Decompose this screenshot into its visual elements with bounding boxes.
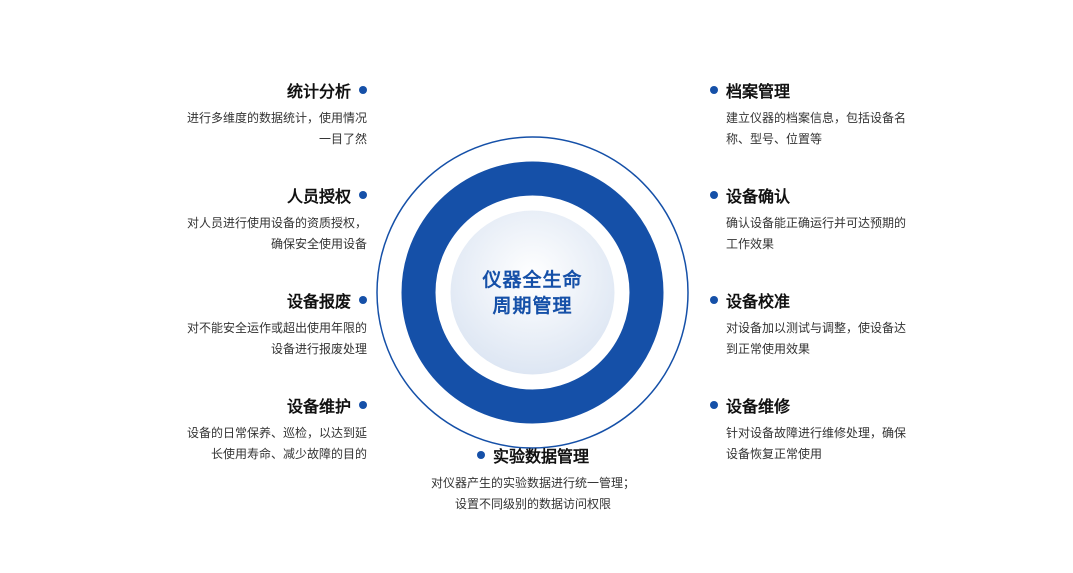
item-title: 档案管理 — [726, 82, 791, 101]
desc-line: 设备进行报废处理 — [270, 342, 367, 356]
desc-line: 对设备加以测试与调整，使设备达 — [726, 321, 907, 335]
item-personnel-authorization: 人员授权 对人员进行使用设备的资质授权， 确保安全使用设备 — [152, 183, 367, 255]
desc-line: 设置不同级别的数据访问权限 — [454, 497, 611, 511]
thick-blue-ring — [401, 161, 664, 424]
item-experiment-data-management: 实验数据管理 对仪器产生的实验数据进行统一管理； 设置不同级别的数据访问权限 — [413, 443, 653, 515]
desc-line: 建立仪器的档案信息，包括设备名 — [726, 111, 907, 125]
item-description: 对人员进行使用设备的资质授权， 确保安全使用设备 — [152, 213, 367, 255]
center-ring-graphic: 仪器全生命 周期管理 — [376, 136, 689, 449]
desc-line: 对人员进行使用设备的资质授权， — [186, 216, 367, 230]
item-description: 进行多维度的数据统计，使用情况 一目了然 — [152, 108, 367, 150]
item-equipment-calibration: 设备校准 对设备加以测试与调整，使设备达 到正常使用效果 — [710, 288, 925, 360]
item-statistics: 统计分析 进行多维度的数据统计，使用情况 一目了然 — [152, 78, 367, 150]
item-equipment-confirmation: 设备确认 确认设备能正确运行并可达预期的 工作效果 — [710, 183, 925, 255]
item-title: 统计分析 — [286, 82, 351, 101]
desc-line: 对不能安全运作或超出使用年限的 — [186, 321, 367, 335]
bullet-dot-icon — [359, 401, 367, 409]
item-archive-management: 档案管理 建立仪器的档案信息，包括设备名 称、型号、位置等 — [710, 78, 925, 150]
item-equipment-maintenance: 设备维护 设备的日常保养、巡检，以达到延 长使用寿命、减少故障的目的 — [152, 393, 367, 465]
item-description: 对仪器产生的实验数据进行统一管理； 设置不同级别的数据访问权限 — [413, 473, 653, 515]
desc-line: 长使用寿命、减少故障的目的 — [210, 447, 367, 461]
bullet-dot-icon — [359, 191, 367, 199]
desc-line: 设备的日常保养、巡检，以达到延 — [186, 426, 367, 440]
item-title: 人员授权 — [286, 187, 351, 206]
item-title: 设备报废 — [286, 292, 351, 311]
item-title: 设备校准 — [726, 292, 791, 311]
center-title-line2: 周期管理 — [492, 294, 573, 317]
desc-line: 针对设备故障进行维修处理，确保 — [726, 426, 907, 440]
desc-line: 称、型号、位置等 — [726, 132, 823, 146]
item-description: 对不能安全运作或超出使用年限的 设备进行报废处理 — [152, 318, 367, 360]
item-description: 针对设备故障进行维修处理，确保 设备恢复正常使用 — [710, 423, 925, 465]
item-equipment-scrapping: 设备报废 对不能安全运作或超出使用年限的 设备进行报废处理 — [152, 288, 367, 360]
desc-line: 工作效果 — [726, 237, 775, 251]
item-title: 设备维护 — [286, 397, 351, 416]
item-title: 实验数据管理 — [492, 447, 589, 466]
desc-line: 确认设备能正确运行并可达预期的 — [726, 216, 907, 230]
bullet-dot-icon — [710, 86, 718, 94]
item-description: 建立仪器的档案信息，包括设备名 称、型号、位置等 — [710, 108, 925, 150]
outer-thin-ring — [376, 136, 689, 449]
desc-line: 对仪器产生的实验数据进行统一管理； — [430, 476, 635, 490]
desc-line: 一目了然 — [318, 132, 367, 146]
item-description: 设备的日常保养、巡检，以达到延 长使用寿命、减少故障的目的 — [152, 423, 367, 465]
desc-line: 到正常使用效果 — [726, 342, 811, 356]
item-title: 设备确认 — [726, 187, 791, 206]
bullet-dot-icon — [710, 401, 718, 409]
bullet-dot-icon — [710, 191, 718, 199]
inner-gradient-disc — [450, 210, 615, 375]
desc-line: 进行多维度的数据统计，使用情况 — [186, 111, 367, 125]
item-description: 对设备加以测试与调整，使设备达 到正常使用效果 — [710, 318, 925, 360]
desc-line: 确保安全使用设备 — [270, 237, 367, 251]
bullet-dot-icon — [476, 451, 485, 459]
bullet-dot-icon — [359, 86, 367, 94]
item-title: 设备维修 — [726, 397, 791, 416]
item-description: 确认设备能正确运行并可达预期的 工作效果 — [710, 213, 925, 255]
bullet-dot-icon — [710, 296, 718, 304]
bullet-dot-icon — [359, 296, 367, 304]
center-title-line1: 仪器全生命 — [482, 268, 583, 291]
ring-svg — [376, 136, 689, 449]
desc-line: 设备恢复正常使用 — [726, 447, 823, 461]
center-title: 仪器全生命 周期管理 — [376, 136, 689, 449]
item-equipment-repair: 设备维修 针对设备故障进行维修处理，确保 设备恢复正常使用 — [710, 393, 925, 465]
